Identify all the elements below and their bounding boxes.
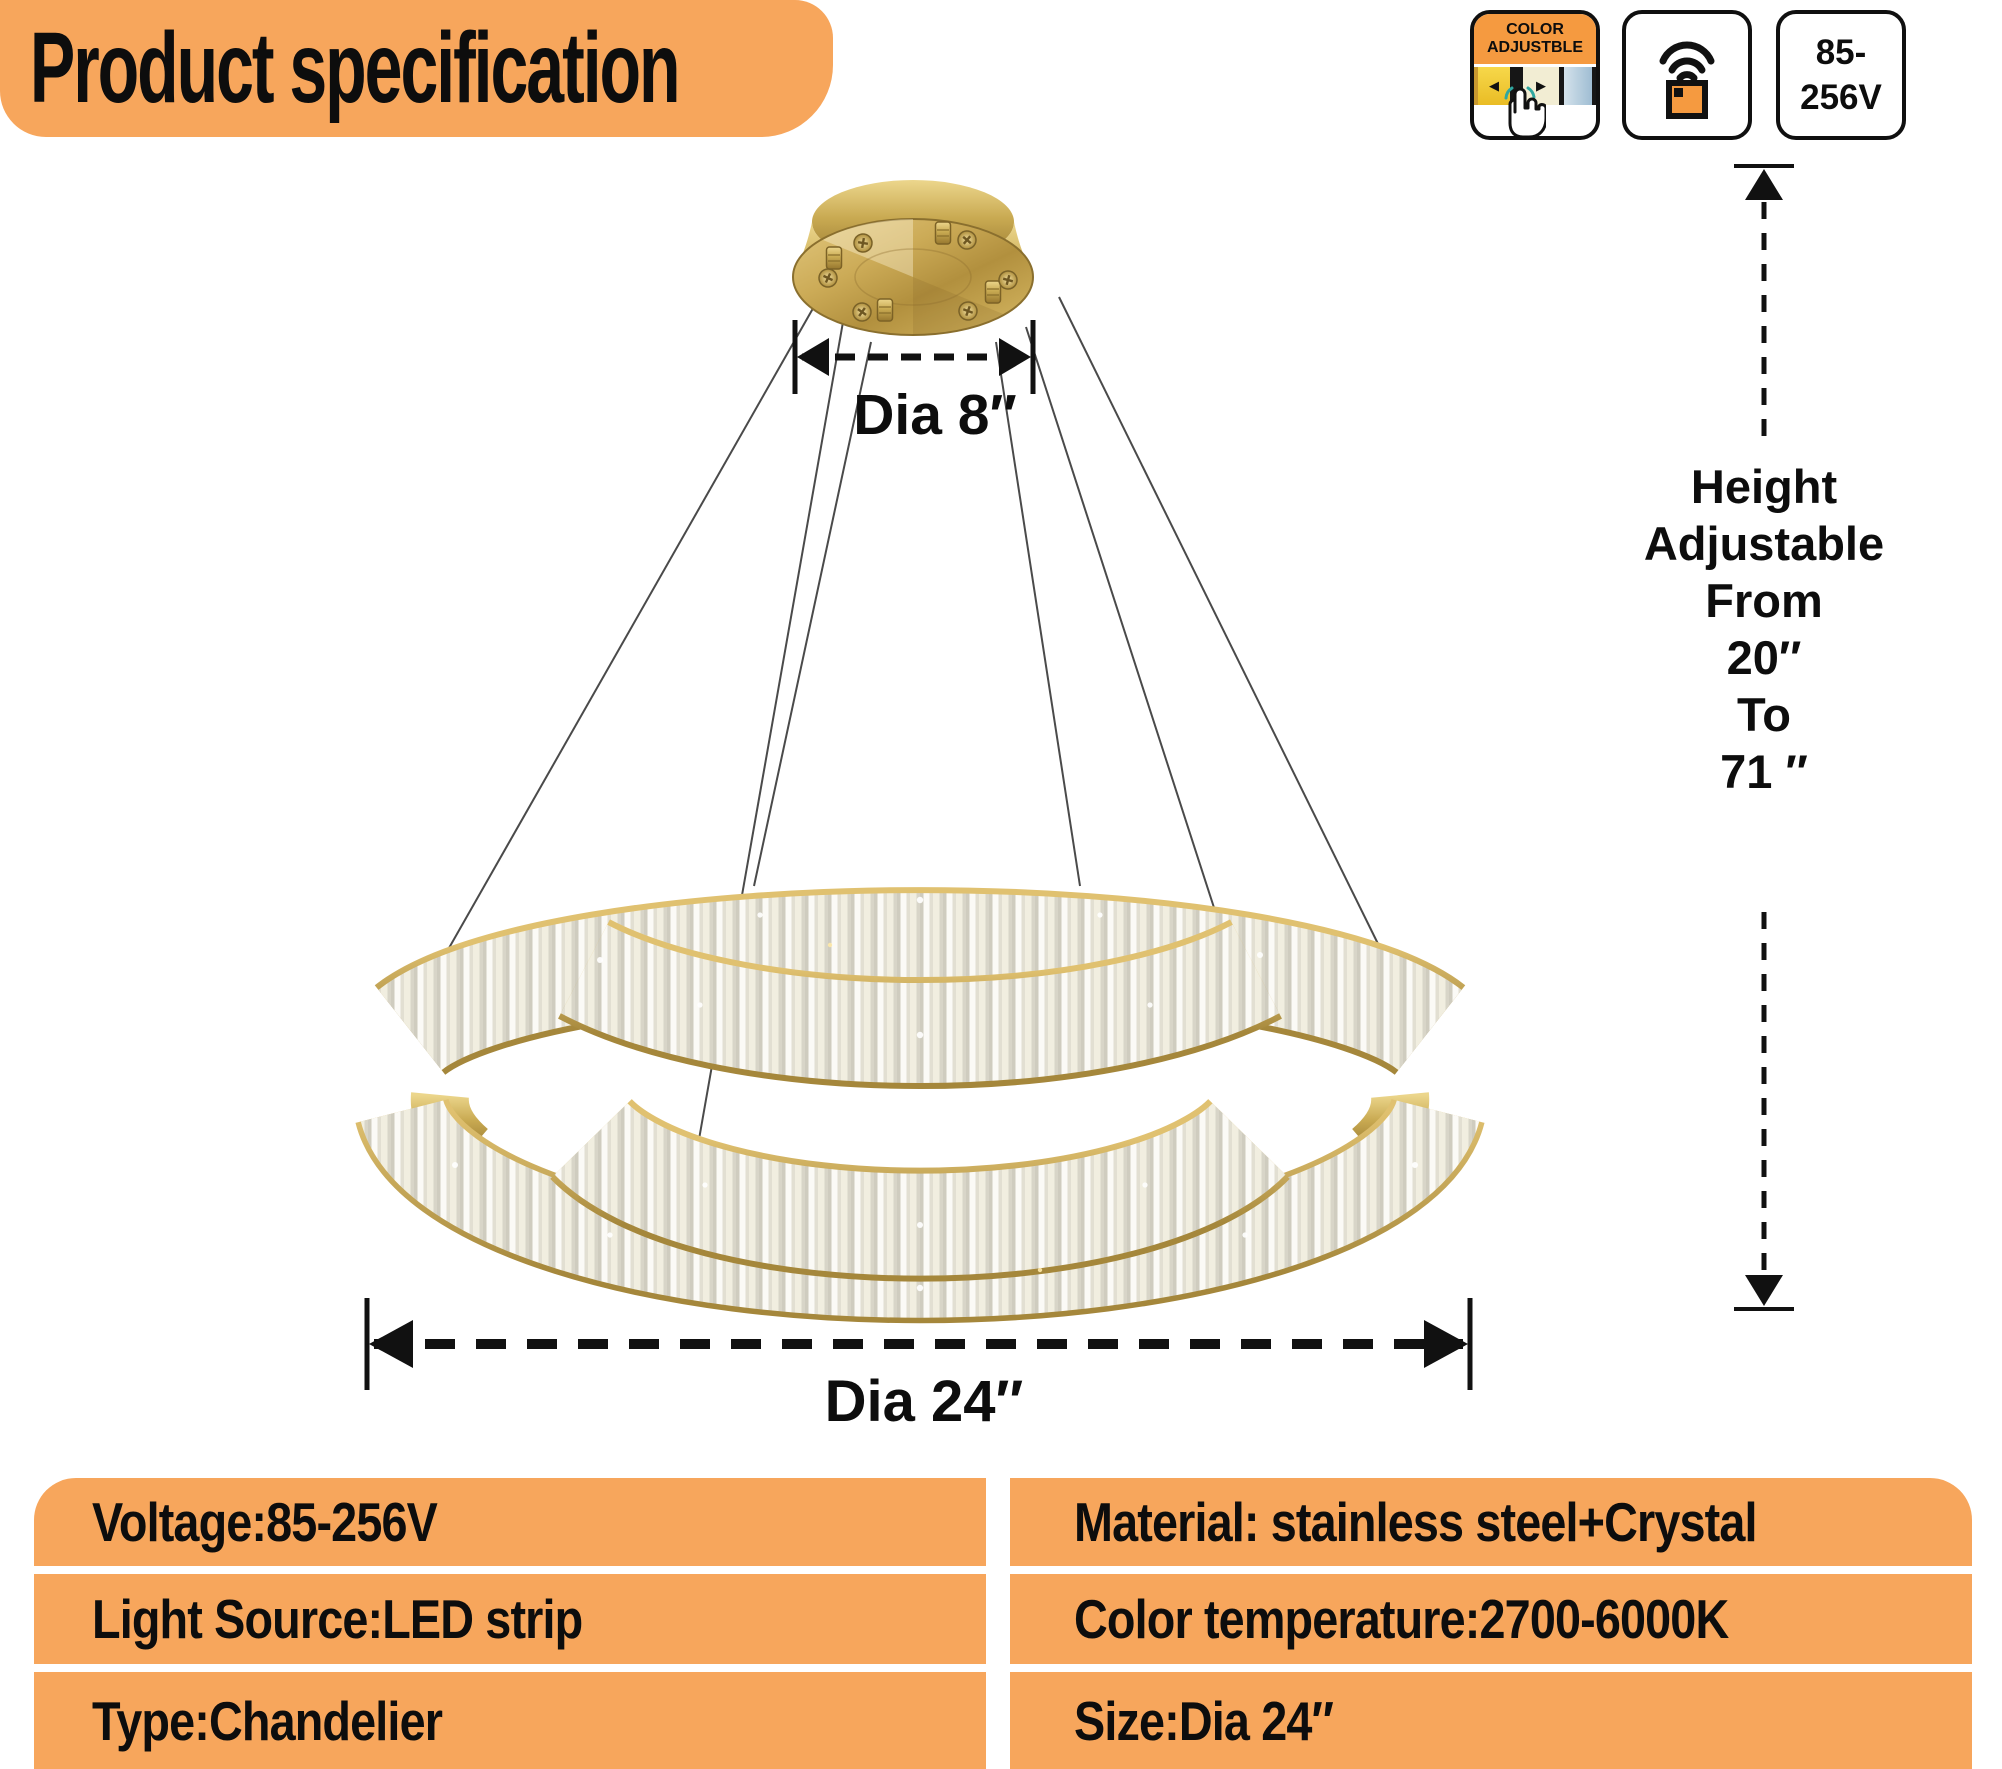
spec-text: Size:Dia 24″ bbox=[1074, 1689, 1334, 1752]
color-adjustable-line1: COLOR bbox=[1506, 20, 1564, 38]
strip-amber-segment bbox=[1474, 67, 1478, 105]
page-title: Product specification bbox=[29, 12, 681, 124]
canopy-diameter-arrow bbox=[792, 320, 1036, 394]
fixture-diameter-label: Dia 24″ bbox=[824, 1369, 1024, 1434]
height-line: 71 ″ bbox=[1720, 745, 1808, 798]
title-banner: Product specification bbox=[0, 0, 833, 137]
crystal-ring bbox=[355, 887, 1485, 1324]
spec-text: Voltage:85-256V bbox=[92, 1491, 438, 1553]
height-line: Adjustable bbox=[1643, 517, 1885, 570]
spec-cell-voltage: Voltage:85-256V bbox=[34, 1478, 986, 1566]
voltage-line2: 256V bbox=[1800, 78, 1882, 117]
canopy-standoffs bbox=[825, 221, 1002, 322]
sparkles bbox=[452, 896, 1418, 1292]
left-arrow-icon: ◀ bbox=[1489, 78, 1499, 93]
spec-cell-size: Size:Dia 24″ bbox=[1010, 1672, 1972, 1769]
ceiling-canopy bbox=[792, 180, 1034, 336]
height-adjustable-arrow bbox=[1734, 164, 1794, 1311]
height-line: Height bbox=[1690, 460, 1838, 513]
color-adjustable-line2: ADJUSTBLE bbox=[1486, 39, 1583, 56]
strip-divider bbox=[1559, 67, 1564, 105]
spec-text: Light Source:LED strip bbox=[92, 1588, 583, 1650]
height-adjustable-label: Height Adjustable From 20″ To 71 ″ bbox=[1614, 458, 1914, 800]
right-arrow-icon: ▶ bbox=[1536, 78, 1546, 93]
spec-text: Color temperature:2700-6000K bbox=[1074, 1588, 1729, 1650]
suspension-wires bbox=[448, 281, 1386, 1163]
spec-text: Type:Chandelier bbox=[92, 1689, 443, 1752]
spec-cell-color-temperature: Color temperature:2700-6000K bbox=[1010, 1574, 1972, 1664]
voltage-badge: 85- 256V bbox=[1776, 10, 1906, 140]
canopy-screws bbox=[818, 230, 1018, 322]
spec-cell-type: Type:Chandelier bbox=[34, 1672, 986, 1769]
strip-divider bbox=[1592, 67, 1596, 105]
color-temperature-strip: ◀ ▶ bbox=[1474, 67, 1596, 105]
strip-cool-segment bbox=[1564, 67, 1592, 105]
color-adjustable-badge: COLOR ADJUSTBLE ◀ ▶ bbox=[1470, 10, 1600, 140]
height-line: 20″ bbox=[1726, 631, 1802, 684]
color-adjustable-header: COLOR ADJUSTBLE bbox=[1474, 14, 1596, 64]
spec-cell-light-source: Light Source:LED strip bbox=[34, 1574, 986, 1664]
height-line: From bbox=[1705, 574, 1823, 627]
spec-cell-material: Material: stainless steel+Crystal bbox=[1010, 1478, 1972, 1566]
canopy-diameter-label: Dia 8″ bbox=[853, 383, 1017, 447]
height-line: To bbox=[1737, 688, 1791, 741]
remote-control-badge bbox=[1622, 10, 1752, 140]
fixture-diameter-arrow bbox=[364, 1298, 1473, 1390]
hand-pointer-icon bbox=[1498, 86, 1548, 136]
strip-warm-segment: ◀ bbox=[1478, 67, 1510, 105]
voltage-line1: 85- bbox=[1815, 32, 1867, 72]
spec-text: Material: stainless steel+Crystal bbox=[1074, 1491, 1758, 1553]
wifi-remote-icon bbox=[1659, 41, 1715, 119]
